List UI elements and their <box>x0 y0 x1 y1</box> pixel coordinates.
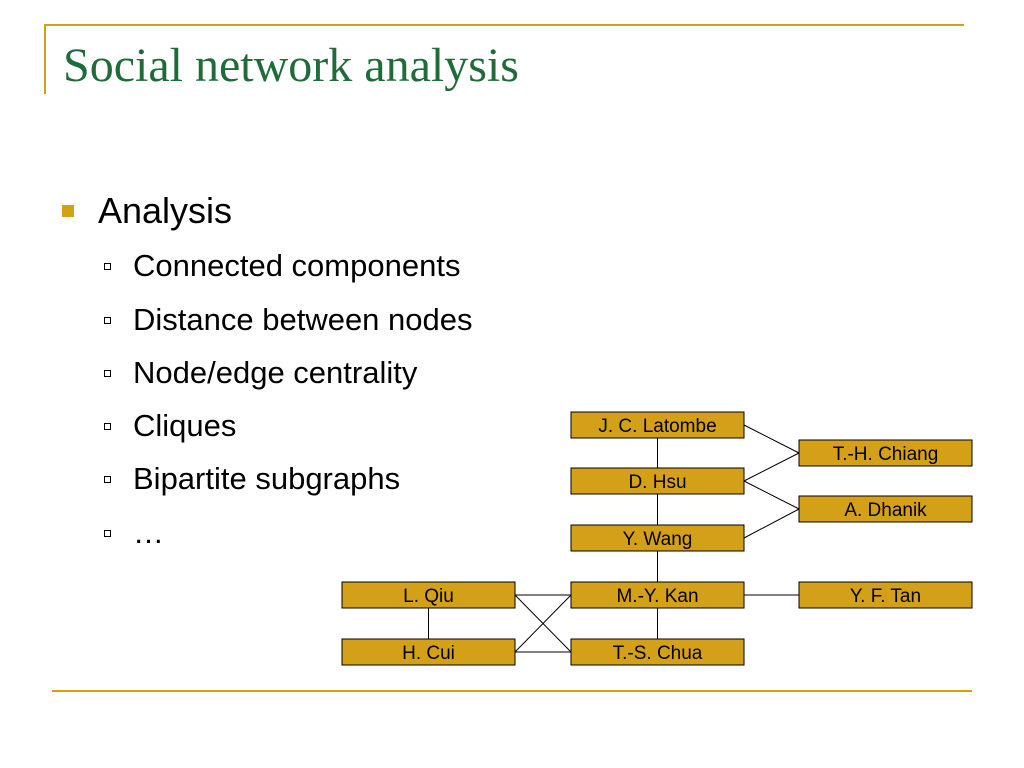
sub-bullet-text: Node/edge centrality <box>133 355 418 390</box>
sub-bullet-text: Bipartite subgraphs <box>133 461 401 496</box>
node-box <box>798 439 973 467</box>
node-label: M.-Y. Kan <box>616 586 698 607</box>
sub-bullet-bipartite-subgraphs: Bipartite subgraphs <box>104 461 400 497</box>
node-label: Y. F. Tan <box>850 586 921 607</box>
edge-hsu-chiang <box>743 452 800 482</box>
edge-cui-kan <box>514 594 572 653</box>
bullet-analysis: Analysis <box>62 190 232 232</box>
left-accent-rule <box>44 24 46 94</box>
node-label: A. Dhanik <box>844 500 927 521</box>
sub-bullet-text: Distance between nodes <box>133 302 473 337</box>
node-wang: Y. Wang <box>570 524 745 552</box>
node-tan: Y. F. Tan <box>798 581 973 609</box>
sub-bullet-distance-between-nodes: Distance between nodes <box>104 302 473 338</box>
bullet-text: Analysis <box>98 190 233 231</box>
node-chiang: T.-H. Chiang <box>798 439 973 467</box>
node-box <box>341 638 516 666</box>
sub-bullet-text: Cliques <box>133 408 237 443</box>
edge-hsu-dhanik <box>743 480 800 510</box>
sub-bullet-ellipsis: … <box>104 515 164 551</box>
edges-layer <box>428 424 800 653</box>
sub-bullet-text: … <box>133 515 164 550</box>
footer-accent-rule <box>52 690 972 692</box>
node-chua: T.-S. Chua <box>570 638 745 666</box>
top-accent-rule <box>44 24 964 26</box>
node-box <box>798 495 973 523</box>
hollow-square-bullet-icon <box>104 369 111 377</box>
hollow-square-bullet-icon <box>104 529 111 537</box>
node-box <box>570 524 745 552</box>
sub-bullet-connected-components: Connected components <box>104 248 460 284</box>
node-dhanik: A. Dhanik <box>798 495 973 523</box>
node-label: T.-H. Chiang <box>833 444 939 465</box>
node-label: J. C. Latombe <box>598 416 716 437</box>
node-label: H. Cui <box>402 643 455 664</box>
sub-bullet-node-edge-centrality: Node/edge centrality <box>104 355 417 391</box>
hollow-square-bullet-icon <box>104 475 111 483</box>
node-latombe: J. C. Latombe <box>570 411 745 439</box>
edge-wang-dhanik <box>743 508 800 539</box>
hollow-square-bullet-icon <box>104 316 111 324</box>
node-qiu: L. Qiu <box>341 581 516 609</box>
node-label: L. Qiu <box>403 586 454 607</box>
node-label: Y. Wang <box>623 529 693 550</box>
node-label: D. Hsu <box>628 472 686 493</box>
sub-bullet-text: Connected components <box>133 248 461 283</box>
node-box <box>341 581 516 609</box>
edge-latombe-chiang <box>743 424 800 454</box>
node-hsu: D. Hsu <box>570 467 745 495</box>
node-box <box>570 581 745 609</box>
node-box <box>570 638 745 666</box>
hollow-square-bullet-icon <box>104 262 111 270</box>
square-bullet-icon <box>62 205 74 217</box>
node-cui: H. Cui <box>341 638 516 666</box>
node-box <box>570 411 745 439</box>
node-box <box>570 467 745 495</box>
slide-title: Social network analysis <box>63 39 519 92</box>
node-kan: M.-Y. Kan <box>570 581 745 609</box>
node-box <box>798 581 973 609</box>
sub-bullet-cliques: Cliques <box>104 408 236 444</box>
node-label: T.-S. Chua <box>613 643 703 664</box>
hollow-square-bullet-icon <box>104 422 111 430</box>
